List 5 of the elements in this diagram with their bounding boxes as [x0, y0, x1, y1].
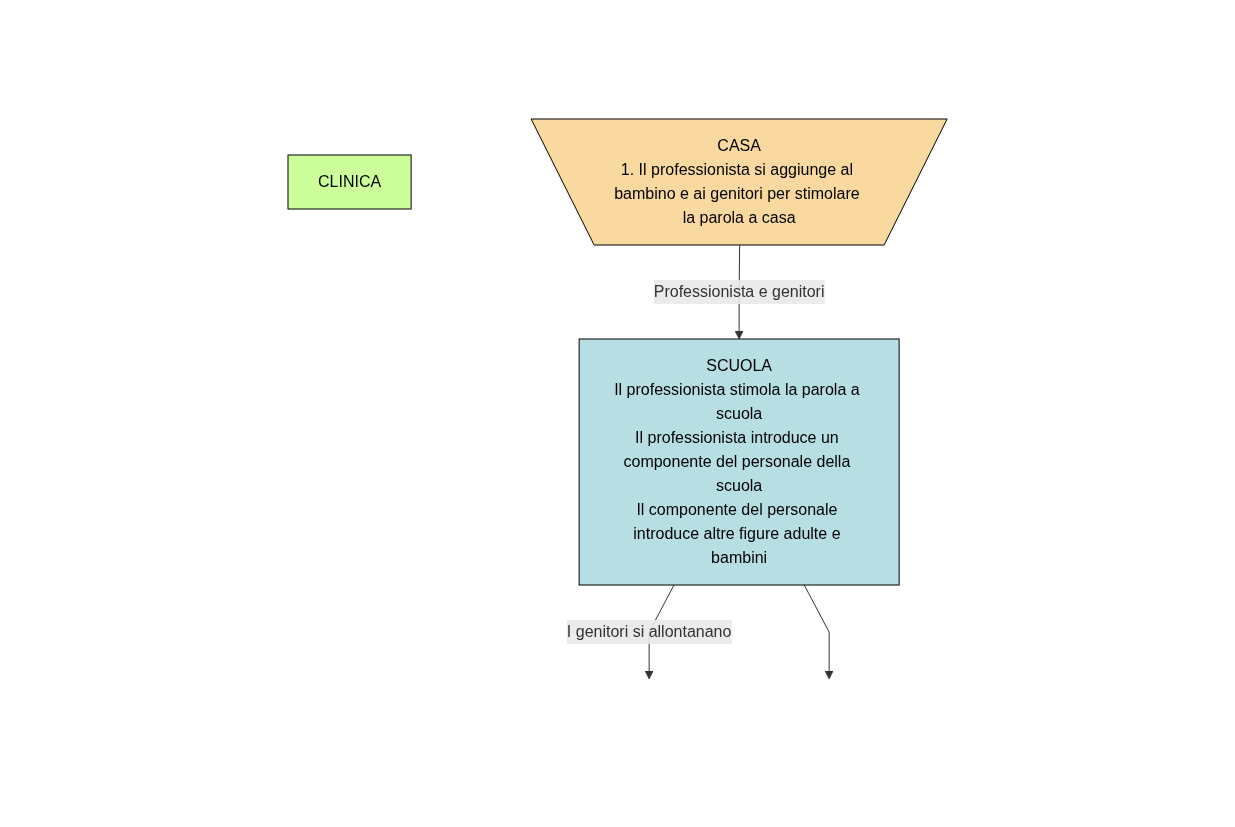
edge-label: I genitori si allontanano: [566, 622, 732, 640]
arrow: [803, 584, 834, 679]
edge-label: Professionista e genitori: [653, 282, 825, 300]
node-box: CLINICA: [287, 154, 412, 209]
node-box: SCUOLA Il professionista stimola la parola a scuola Il professionista introduce un componente del personale della scuola Il componente del personale introduce altre figure adulte e bambini: [578, 338, 900, 585]
